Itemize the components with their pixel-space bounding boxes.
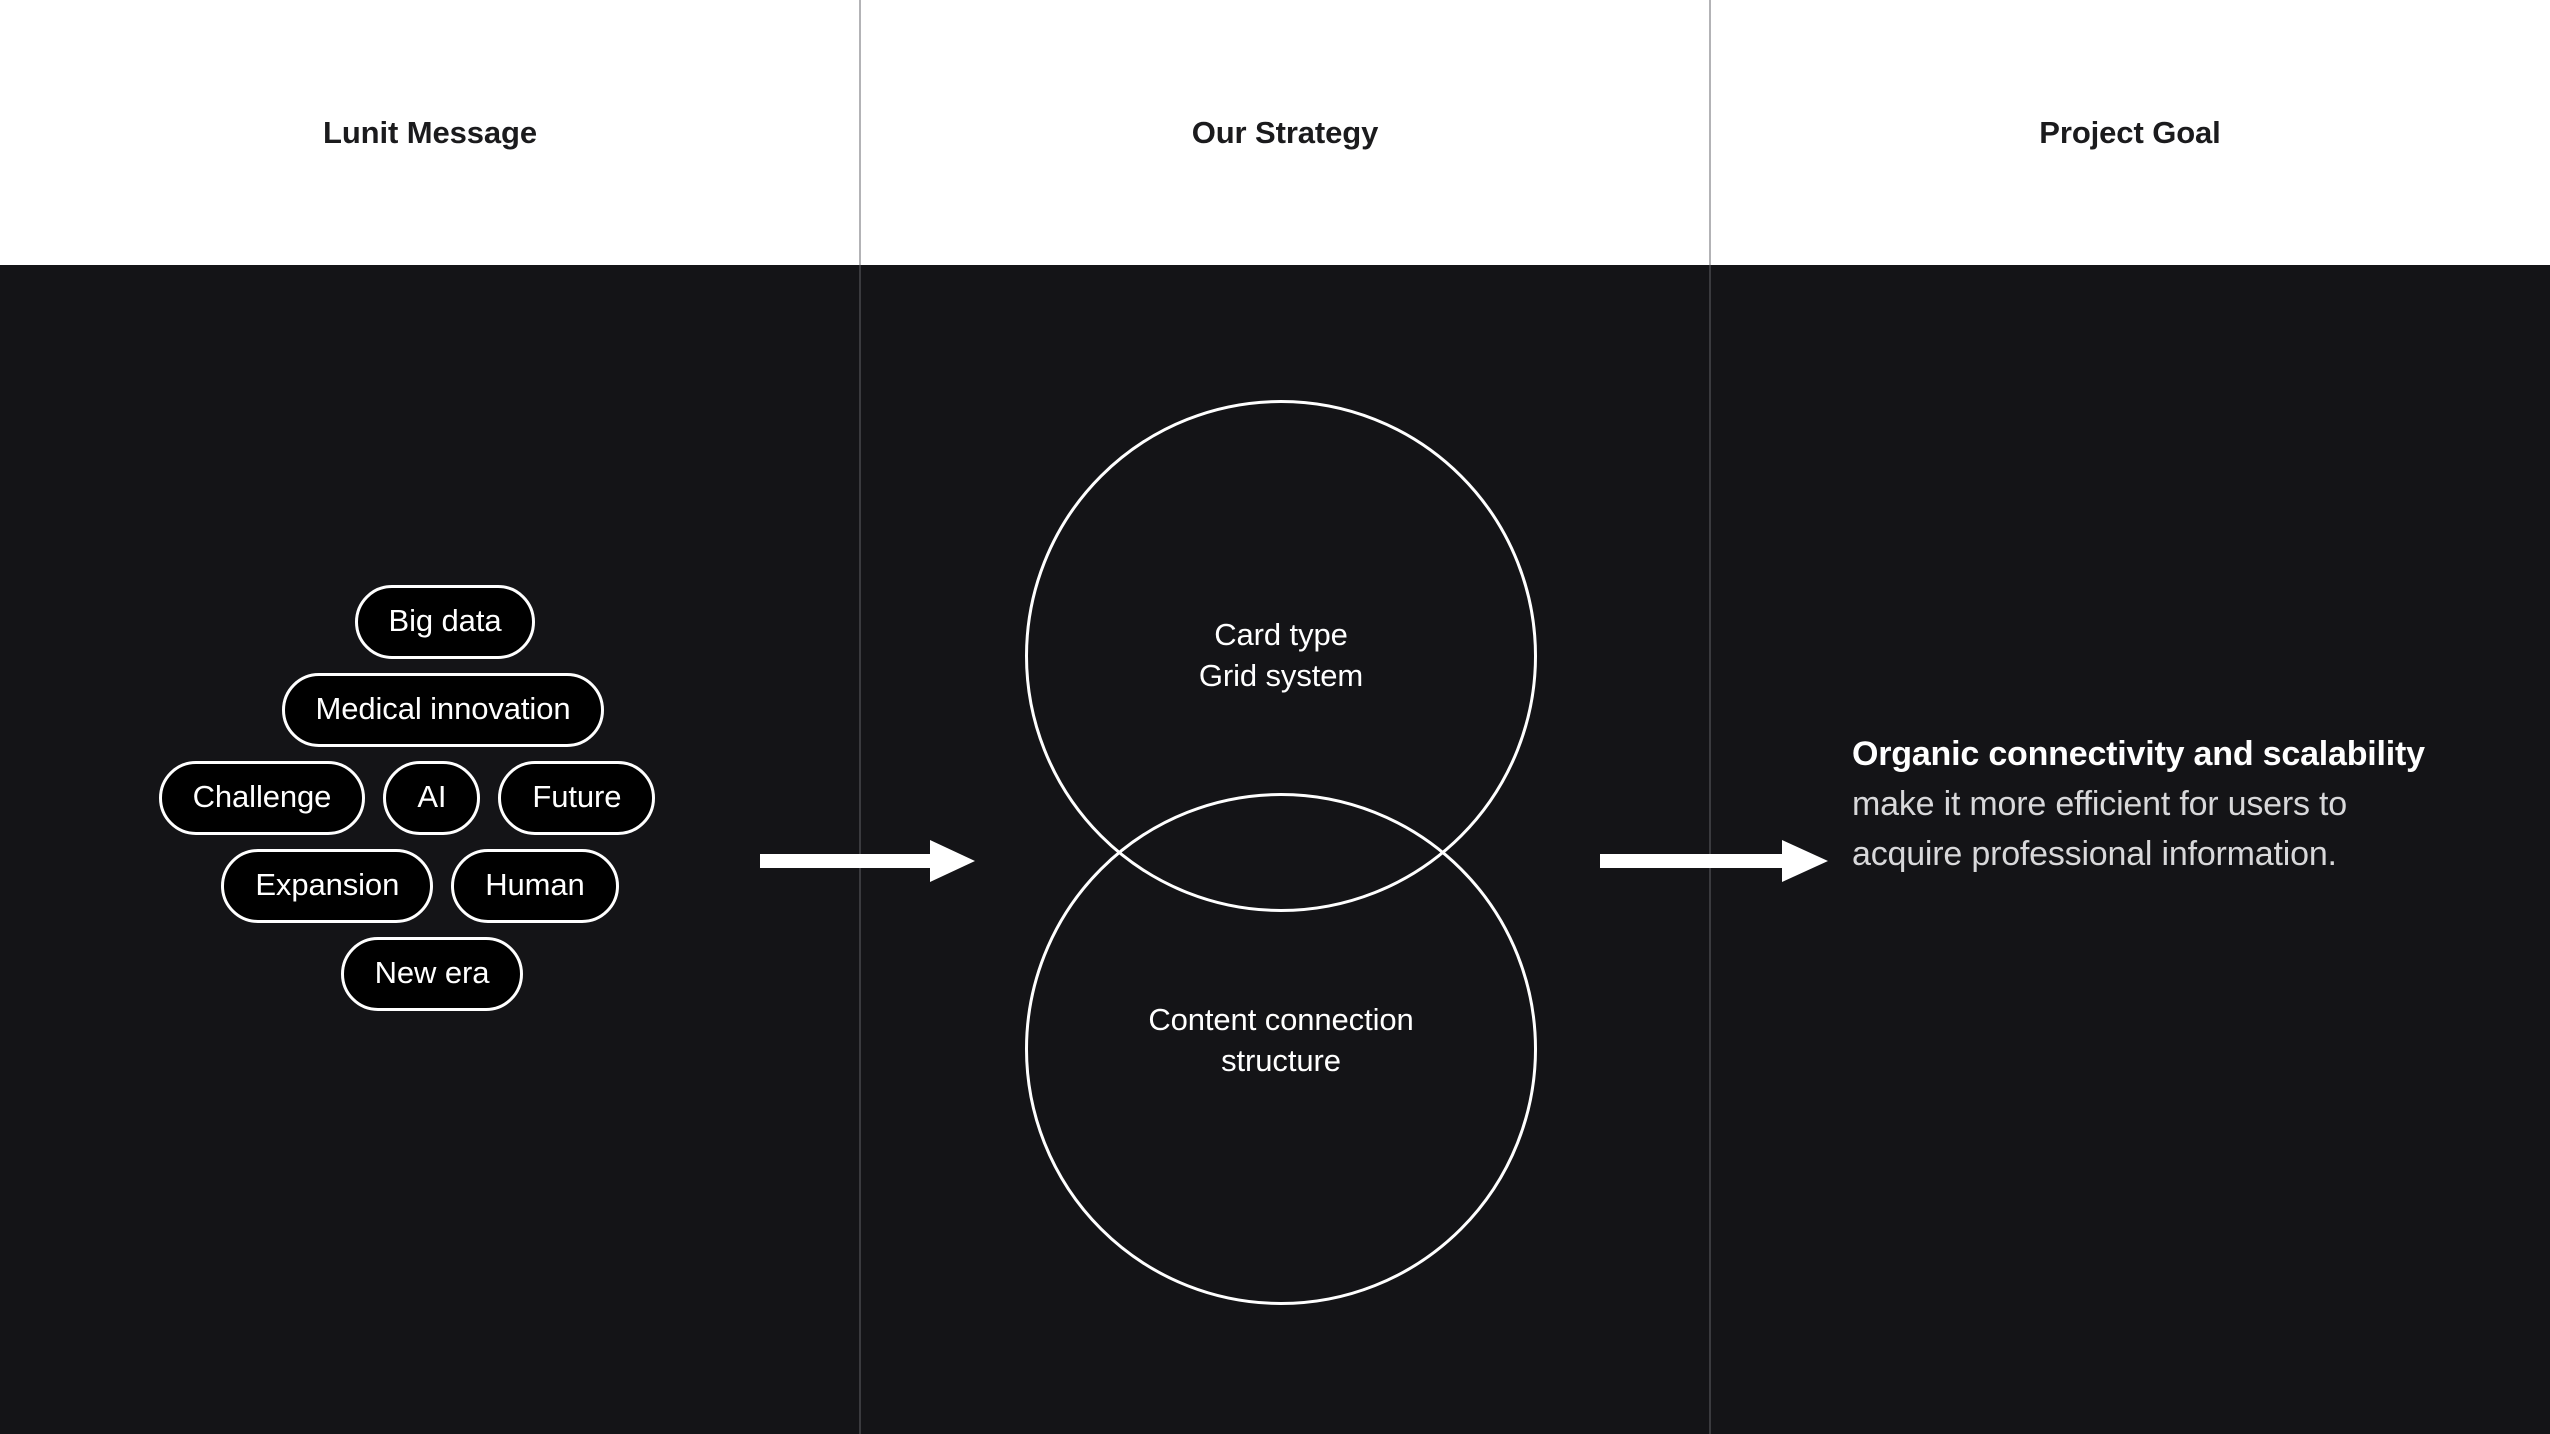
venn-label-top-line-1: Card type (1214, 617, 1348, 652)
keyword-pill-ai[interactable]: AI (383, 761, 481, 835)
pill-row: Medical innovation (93, 673, 793, 747)
column-divider-1-light-segment (859, 0, 861, 265)
pill-row: New era (82, 937, 782, 1011)
keyword-pill-new-era[interactable]: New era (340, 937, 524, 1011)
header-column-project-goal: Project Goal (1710, 0, 2550, 265)
project-goal-emphasis: Organic connectivity and scalability (1852, 735, 2425, 773)
pill-row: Big data (95, 585, 795, 659)
column-divider-2-light-segment (1709, 0, 1711, 265)
column-divider-2-dark-segment (1709, 265, 1711, 1434)
keyword-pill-big-data[interactable]: Big data (354, 585, 536, 659)
page-title-lunit-message: Lunit Message (322, 114, 538, 150)
keyword-pill-human[interactable]: Human (451, 849, 619, 923)
venn-diagram: Card type Grid system Content connection… (1025, 400, 1537, 1305)
column-divider-1-dark-segment (859, 265, 861, 1434)
page-title-project-goal: Project Goal (2039, 114, 2221, 150)
pill-row: Challenge AI Future (57, 761, 757, 835)
venn-circle-bottom[interactable] (1025, 793, 1537, 1305)
arrow-right-icon (760, 840, 975, 882)
venn-label-bottom-line-2: structure (1221, 1042, 1341, 1078)
column-divider-2 (1709, 0, 1711, 1434)
header-band: Lunit Message Our Strategy Project Goal (0, 0, 2550, 265)
keyword-pill-cloud: Big data Medical innovation Challenge AI… (60, 585, 760, 1011)
venn-label-bottom-line-1: Content connection (1148, 1002, 1414, 1037)
column-divider-1 (859, 0, 861, 1434)
header-column-our-strategy: Our Strategy (860, 0, 1710, 265)
keyword-pill-medical-innovation[interactable]: Medical innovation (281, 673, 605, 747)
project-goal-statement: Organic connectivity and scalability mak… (1852, 730, 2432, 880)
header-column-lunit-message: Lunit Message (0, 0, 860, 265)
project-goal-rest: make it more efficient for users to acqu… (1852, 784, 2348, 873)
keyword-pill-future[interactable]: Future (498, 761, 656, 835)
venn-label-bottom: Content connection structure (1025, 1000, 1537, 1082)
keyword-pill-expansion[interactable]: Expansion (221, 849, 434, 923)
arrow-right-icon (1600, 840, 1828, 882)
venn-label-top-line-2: Grid system (1198, 657, 1364, 693)
pill-row: Expansion Human (70, 849, 770, 923)
keyword-pill-challenge[interactable]: Challenge (158, 761, 366, 835)
page-title-our-strategy: Our Strategy (1191, 114, 1379, 150)
venn-label-top: Card type Grid system (1025, 615, 1537, 697)
